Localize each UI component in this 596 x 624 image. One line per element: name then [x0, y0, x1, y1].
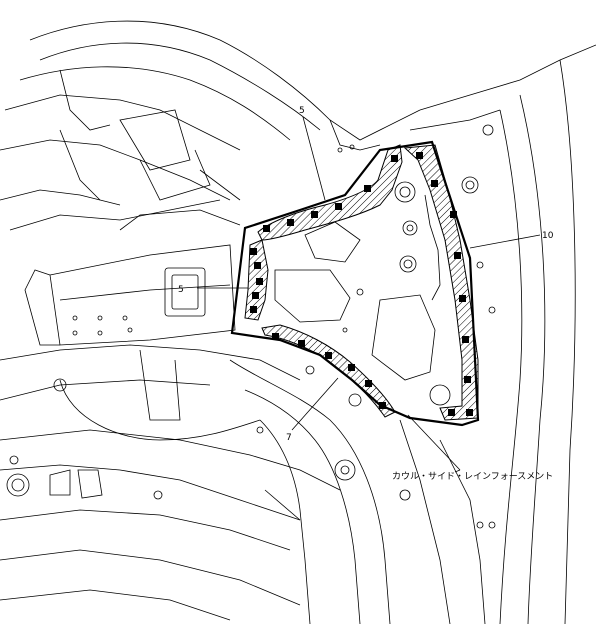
background-body-structure — [0, 20, 596, 624]
sealer-bands — [244, 144, 479, 421]
leader-lines — [197, 116, 541, 473]
callout-7: 7 — [286, 433, 292, 443]
spot-welds — [250, 152, 473, 416]
callout-5-top: 5 — [299, 106, 305, 116]
cowl-side-reinforcement-panel — [230, 140, 480, 427]
callout-5-left: 5 — [178, 285, 184, 295]
callout-10: 10 — [542, 231, 554, 241]
part-label-cowl-side-reinforcement: カウル・サイド・レインフォースメント — [392, 471, 553, 482]
sealer-band-upper — [257, 144, 403, 241]
